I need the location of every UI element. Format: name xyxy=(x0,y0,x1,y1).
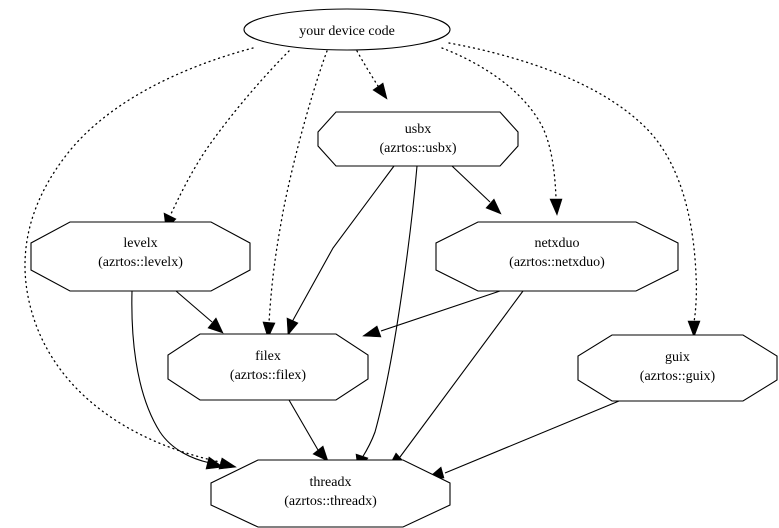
node-guix[interactable]: guix (azrtos::guix) xyxy=(577,334,778,402)
node-filex[interactable]: filex (azrtos::filex) xyxy=(167,333,369,401)
node-threadx-label-line2: (azrtos::threadx) xyxy=(284,494,377,509)
node-netxduo-label-line1: netxduo xyxy=(534,236,579,251)
edge-netxduo-to-threadx xyxy=(387,290,524,469)
node-usbx-label-line1: usbx xyxy=(405,122,431,137)
node-netxduo[interactable]: netxduo (azrtos::netxduo) xyxy=(435,221,679,292)
node-filex-label-line1: filex xyxy=(255,349,281,364)
edge-netxduo-to-filex xyxy=(362,290,501,338)
node-usbx[interactable]: usbx (azrtos::usbx) xyxy=(317,111,519,167)
edge-device-to-usbx xyxy=(356,50,388,100)
node-guix-label-line2: (azrtos::guix) xyxy=(640,369,716,384)
edge-guix-to-threadx xyxy=(426,400,620,480)
node-threadx-shape xyxy=(210,459,451,528)
edge-layer xyxy=(24,42,701,480)
node-filex-shape xyxy=(167,333,369,401)
node-device-code-shape xyxy=(243,8,451,51)
node-filex-label-line2: (azrtos::filex) xyxy=(230,368,307,383)
node-netxduo-shape xyxy=(435,221,679,292)
node-usbx-shape xyxy=(317,111,519,167)
node-threadx-label-line1: threadx xyxy=(310,475,352,490)
node-levelx-shape xyxy=(30,221,251,292)
node-netxduo-label-line2: (azrtos::netxduo) xyxy=(509,255,605,270)
edge-device-to-netxduo xyxy=(441,47,563,216)
node-usbx-label-line2: (azrtos::usbx) xyxy=(380,141,457,156)
node-guix-label-line1: guix xyxy=(665,350,690,365)
edge-device-to-guix xyxy=(448,42,701,338)
node-levelx-label-line1: levelx xyxy=(123,236,157,251)
node-levelx-label-line2: (azrtos::levelx) xyxy=(98,255,183,270)
edge-levelx-to-threadx xyxy=(131,290,224,470)
node-levelx[interactable]: levelx (azrtos::levelx) xyxy=(30,221,251,292)
node-layer: your device code usbx (azrtos::usbx) lev… xyxy=(30,8,778,528)
edge-usbx-to-threadx xyxy=(355,165,418,471)
edge-usbx-to-netxduo xyxy=(451,165,502,215)
edge-device-to-filex xyxy=(262,50,328,339)
node-threadx[interactable]: threadx (azrtos::threadx) xyxy=(210,459,451,528)
edge-filex-to-threadx xyxy=(288,399,329,462)
node-device-code[interactable]: your device code xyxy=(243,8,451,51)
edge-device-to-threadx xyxy=(24,47,254,470)
edge-device-to-levelx xyxy=(163,50,290,230)
node-device-code-label: your device code xyxy=(299,24,395,39)
edge-levelx-to-filex xyxy=(175,290,224,334)
edge-usbx-to-filex xyxy=(286,165,395,336)
node-guix-shape xyxy=(577,334,778,402)
